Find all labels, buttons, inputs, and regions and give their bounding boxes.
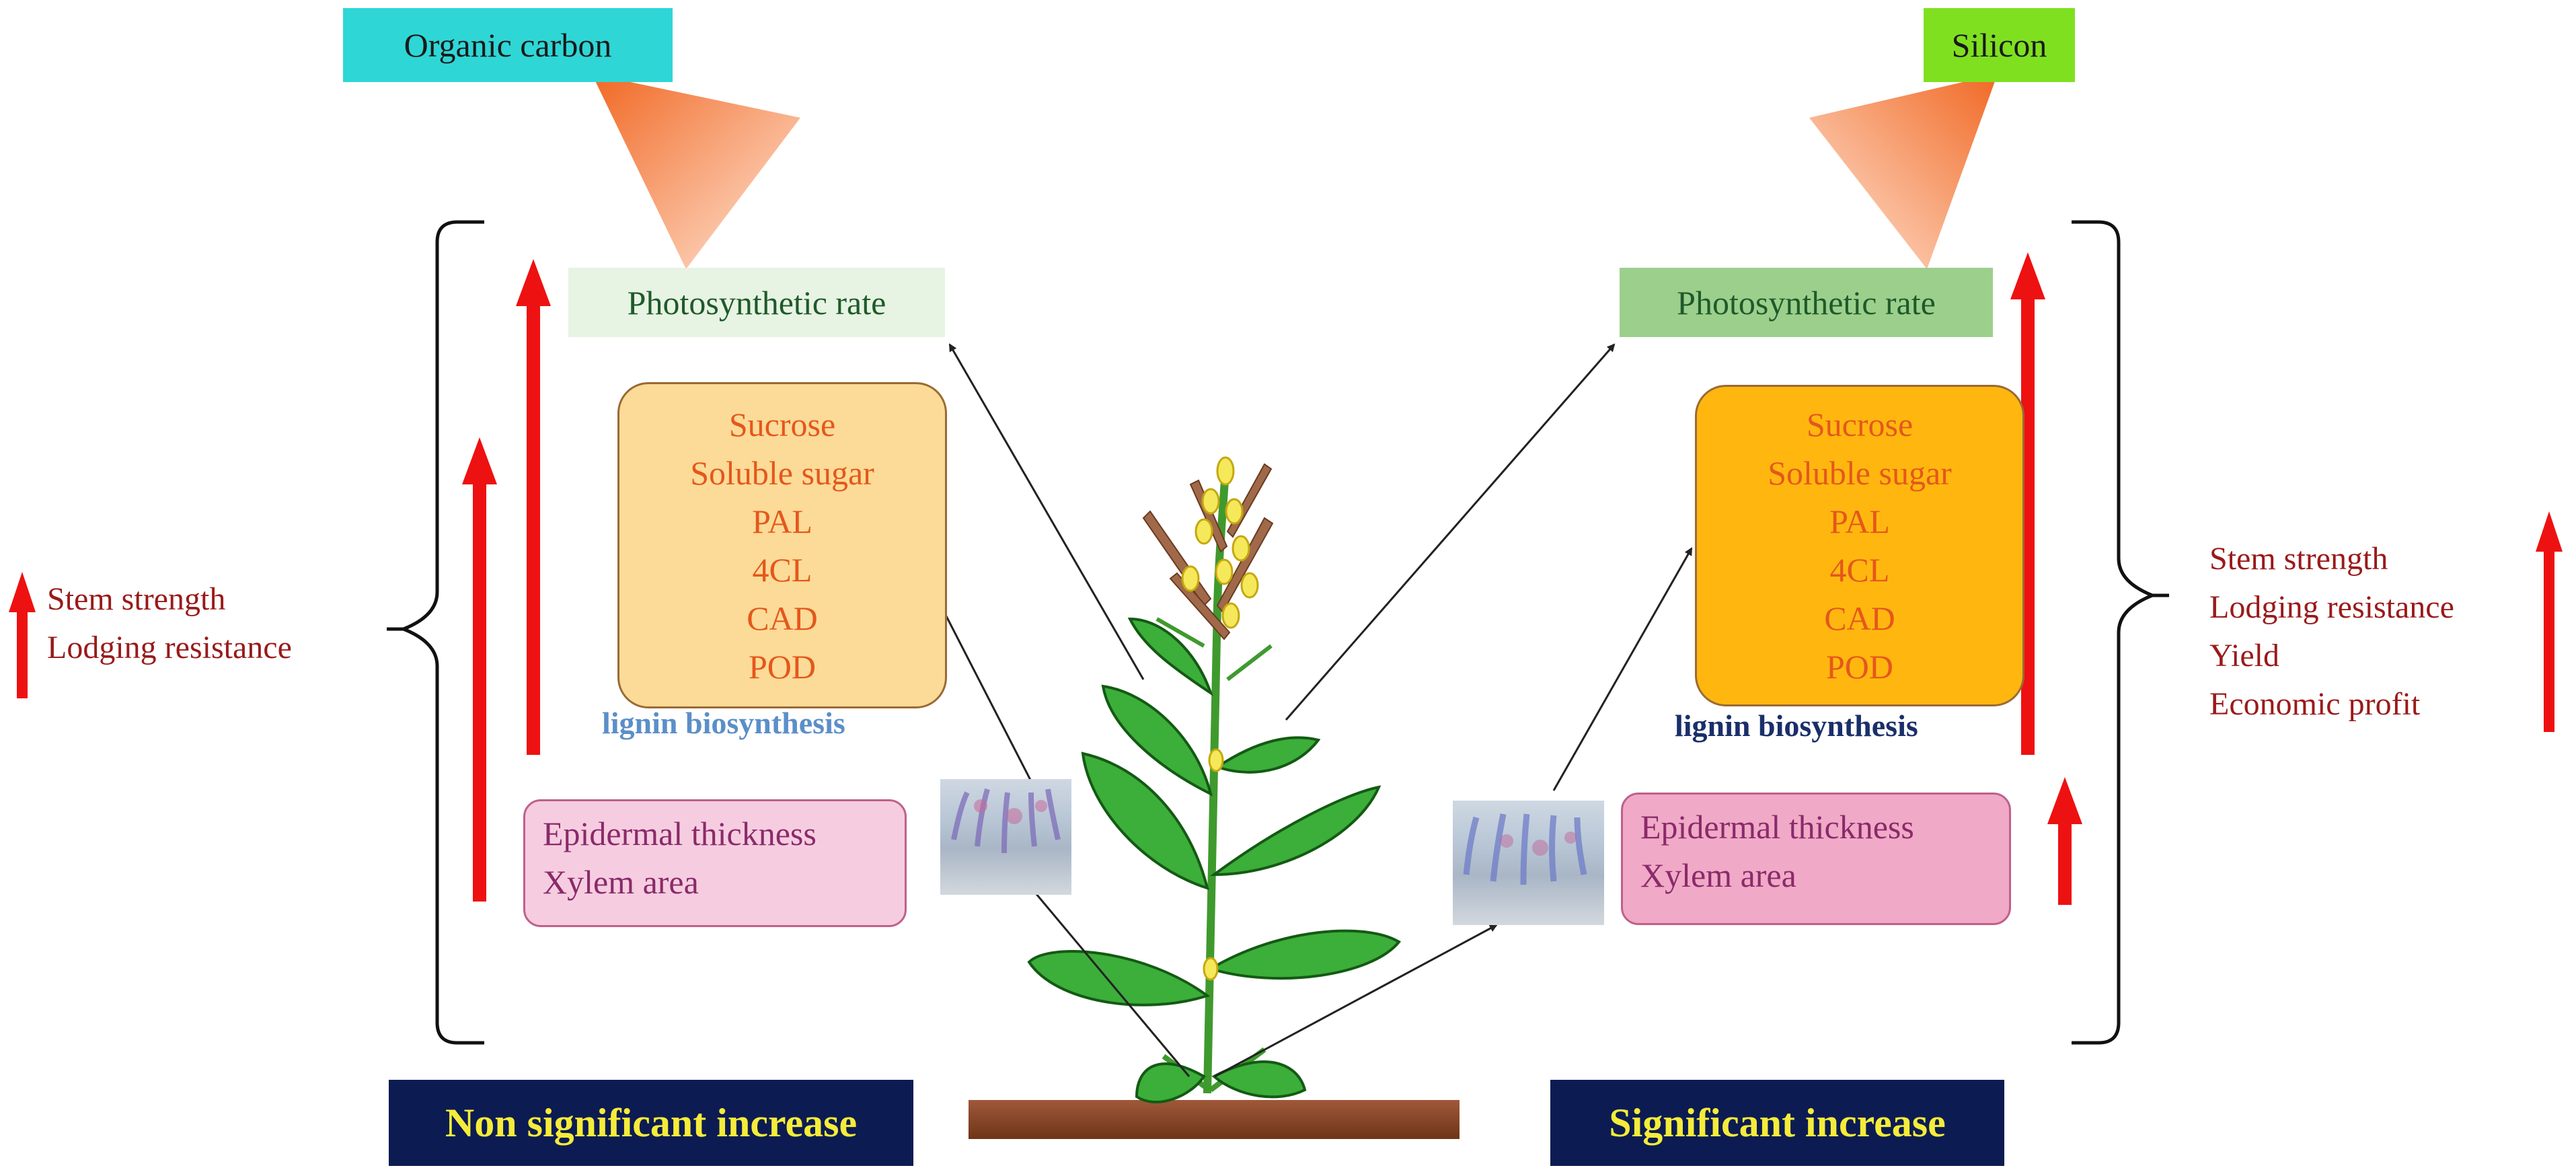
left-metabolite-pod: POD [748, 647, 817, 686]
left-effect-stem-strength: Stem strength [47, 581, 226, 617]
left-short-up-arrow [462, 437, 497, 902]
left-brace [399, 220, 484, 1045]
right-effect-up-arrow [2536, 511, 2563, 732]
left-photosynthesis-label: Photosynthetic rate [627, 283, 886, 322]
left-anatomy-box: Epidermal thickness Xylem area [523, 799, 907, 927]
left-effect-lodging-resistance: Lodging resistance [47, 630, 292, 665]
right-stem-section-image [1453, 801, 1604, 925]
increase-arrows [9, 252, 2563, 905]
left-anatomy-xylem-area: Xylem area [543, 863, 699, 901]
left-metabolite-soluble-sugar: Soluble sugar [690, 453, 874, 492]
right-effect-economic-profit: Economic profit [2209, 686, 2421, 722]
right-brace [2072, 220, 2157, 1045]
pointer-arrows [907, 343, 1693, 1078]
rapeseed-plant-illustration [1027, 456, 1401, 1103]
left-photosynthesis-box: Photosynthetic rate [568, 268, 945, 337]
right-tall-up-arrow [2010, 252, 2045, 755]
left-effects-list: Stem strength Lodging resistance [47, 575, 292, 672]
silicon-beam [1809, 74, 1998, 269]
right-effect-yield: Yield [2209, 638, 2279, 673]
arrow-to-left-section [1024, 880, 1190, 1077]
left-metabolite-cad: CAD [747, 599, 818, 637]
silicon-tag: Silicon [1924, 8, 2075, 82]
right-photosynthesis-box: Photosynthetic rate [1620, 268, 1993, 337]
right-anatomy-epidermal-thickness: Epidermal thickness [1640, 808, 1914, 846]
left-lignin-label: lignin biosynthesis [602, 706, 845, 740]
organic-carbon-tag: Organic carbon [343, 8, 673, 82]
right-metabolite-sucrose: Sucrose [1806, 406, 1914, 443]
right-lignin-label: lignin biosynthesis [1675, 708, 1918, 743]
right-short-up-arrow [2047, 777, 2082, 905]
right-metabolite-pal: PAL [1829, 503, 1890, 540]
right-metabolite-soluble-sugar: Soluble sugar [1768, 454, 1952, 492]
silicon-label: Silicon [1951, 26, 2047, 64]
significant-increase-label: Significant increase [1609, 1100, 1946, 1145]
organic-carbon-label: Organic carbon [404, 26, 612, 64]
right-effect-lodging-resistance: Lodging resistance [2209, 589, 2454, 625]
right-metabolite-cad: CAD [1824, 599, 1895, 637]
significant-increase-banner: Significant increase [1550, 1080, 2004, 1166]
non-significant-increase-banner: Non significant increase [389, 1080, 913, 1166]
right-effect-stem-strength: Stem strength [2209, 541, 2388, 577]
arrow-to-right-section [1214, 924, 1498, 1078]
right-metabolite-box: Sucrose Soluble sugar PAL 4CL CAD POD [1695, 385, 2024, 706]
organic-carbon-beam [592, 74, 800, 269]
soil-bar [969, 1100, 1460, 1139]
right-metabolite-pod: POD [1825, 648, 1894, 686]
left-metabolite-sucrose: Sucrose [728, 405, 836, 443]
non-significant-increase-label: Non significant increase [445, 1100, 858, 1145]
right-metabolite-4cl: 4CL [1829, 551, 1890, 589]
left-anatomy-epidermal-thickness: Epidermal thickness [543, 815, 817, 852]
left-tall-up-arrow [516, 259, 551, 755]
left-stem-section-image [940, 779, 1071, 895]
right-effects-list: Stem strength Lodging resistance Yield E… [2209, 535, 2454, 729]
left-metabolite-box: Sucrose Soluble sugar PAL 4CL CAD POD [617, 382, 947, 708]
arrow-to-right-lignin [1552, 547, 1693, 791]
arrow-to-left-photosynthesis [948, 343, 1145, 680]
right-photosynthesis-label: Photosynthetic rate [1677, 283, 1936, 322]
left-effect-up-arrow [9, 572, 36, 698]
arrow-to-right-photosynthesis [1285, 343, 1616, 721]
right-anatomy-box: Epidermal thickness Xylem area [1621, 793, 2011, 925]
left-metabolite-4cl: 4CL [752, 550, 812, 589]
right-anatomy-xylem-area: Xylem area [1640, 856, 1796, 894]
left-metabolite-pal: PAL [752, 502, 812, 540]
